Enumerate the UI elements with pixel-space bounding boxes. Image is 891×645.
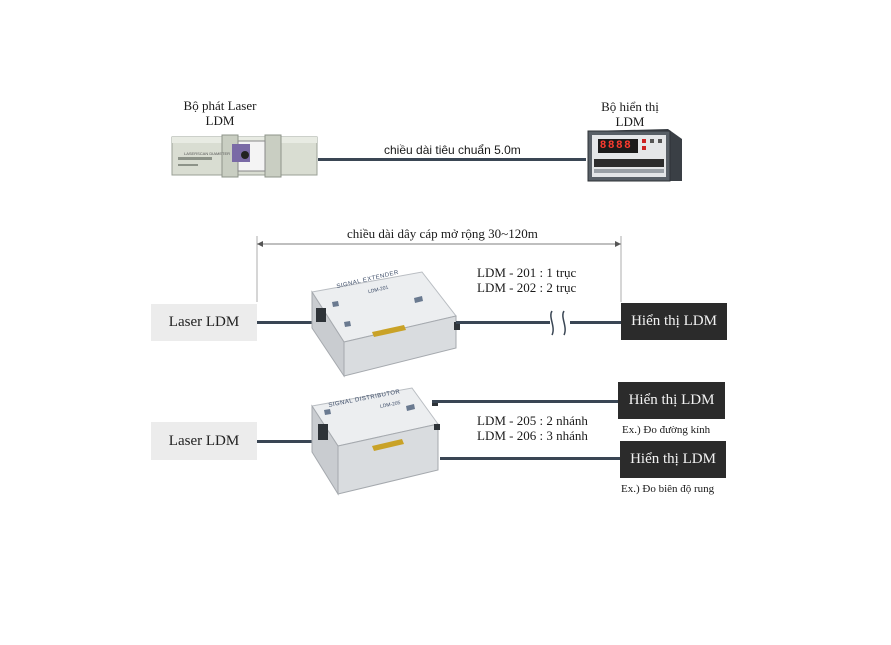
row1-model-line2: LDM - 202 : 2 trục (477, 280, 577, 295)
standard-cable (318, 158, 586, 161)
emitter-label-line1: Bộ phát Laser (183, 98, 257, 113)
standard-cable-label: chiều dài tiêu chuẩn 5.0m (384, 143, 521, 157)
signal-distributor-device (311, 387, 440, 496)
row1-input-cable (257, 321, 319, 324)
row2-source-laser-ldm: Laser LDM (151, 422, 257, 460)
cable-break-symbol (550, 310, 566, 336)
display-unit-device (587, 129, 682, 182)
row2-target2-display: Hiển thị LDM (620, 441, 726, 478)
row2-target1-display: Hiển thị LDM (618, 382, 725, 419)
row1-source-label: Laser LDM (168, 314, 240, 330)
extension-dimension-label: chiều dài dây cáp mở rộng 30~120m (347, 226, 538, 241)
row2-target1-label: Hiển thị LDM (628, 392, 715, 408)
row2-target1-note: Ex.) Đo đường kính (622, 424, 711, 436)
display-unit-label-line2: LDM (615, 114, 645, 129)
display-unit-label-line1: Bộ hiển thị (601, 99, 659, 114)
row1-model-line1: LDM - 201 : 1 trục (477, 265, 577, 280)
row2-source-label: Laser LDM (168, 432, 240, 449)
row1-models: LDM - 201 : 1 trục LDM - 202 : 2 trục (477, 265, 576, 295)
display-unit-label: Bộ hiển thị LDM (582, 99, 678, 129)
row1-target-label: Hiển thị LDM (631, 313, 717, 329)
row1-output-cable-a (456, 321, 550, 324)
row2-model-line1: LDM - 205 : 2 nhánh (477, 413, 588, 428)
row2-input-cable (257, 440, 321, 443)
row2-output-cable-1 (432, 400, 620, 403)
laser-emitter-device (171, 134, 318, 178)
row2-target2-note: Ex.) Đo biên độ rung (621, 483, 715, 495)
row2-model-line2: LDM - 206 : 3 nhánh (477, 428, 588, 443)
row1-source-laser-ldm: Laser LDM (151, 304, 257, 341)
row1-target-display: Hiển thị LDM (621, 303, 727, 340)
emitter-plate-text: LASERSCAN DIAMETER (184, 151, 231, 156)
signal-extender-device (311, 271, 460, 378)
display-digits: 8888 (600, 139, 633, 151)
row1-output-cable-b (570, 321, 621, 324)
emitter-label: Bộ phát Laser LDM (170, 98, 270, 128)
row2-output-cable-2 (440, 457, 620, 460)
emitter-label-line2: LDM (205, 113, 235, 128)
row2-target2-label: Hiển thị LDM (630, 451, 716, 467)
row2-models: LDM - 205 : 2 nhánh LDM - 206 : 3 nhánh (477, 413, 588, 443)
